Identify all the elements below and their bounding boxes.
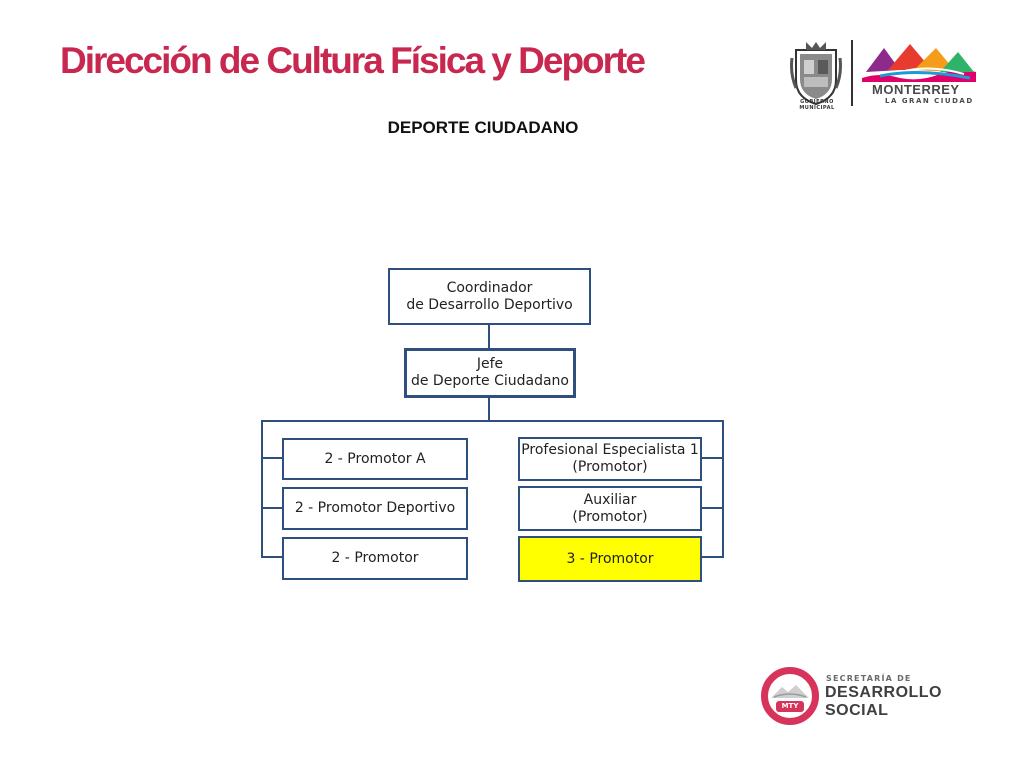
section-subtitle: DEPORTE CIUDADANO bbox=[387, 118, 579, 137]
secretaria-line2: SOCIAL bbox=[825, 702, 889, 719]
secretaria-line1: DESARROLLO bbox=[825, 684, 942, 701]
org-box-promotor-deportivo: 2 - Promotor Deportivo bbox=[282, 487, 468, 530]
org-box-auxiliar-line2: (Promotor) bbox=[572, 508, 648, 525]
org-box-profesional-especialista: Profesional Especialista 1 (Promotor) bbox=[518, 437, 702, 481]
org-box-auxiliar: Auxiliar (Promotor) bbox=[518, 486, 702, 531]
secretaria-logo-ring bbox=[761, 667, 819, 725]
org-box-coordinador-line2: de Desarrollo Deportivo bbox=[406, 296, 573, 313]
logo-divider bbox=[851, 40, 853, 106]
connector-right-2 bbox=[700, 507, 724, 509]
org-box-jefe-line1: Jefe bbox=[476, 356, 504, 372]
org-box-coordinador-line1: Coordinador bbox=[446, 279, 533, 296]
org-box-auxiliar-line1: Auxiliar bbox=[583, 491, 637, 508]
connector-branch-horizontal bbox=[261, 420, 724, 422]
org-box-coordinador: Coordinador de Desarrollo Deportivo bbox=[388, 268, 591, 325]
connector-left-1 bbox=[261, 457, 284, 459]
municipal-seal-icon bbox=[790, 42, 842, 106]
connector-left-2 bbox=[261, 507, 284, 509]
connector-left-vertical bbox=[261, 420, 263, 558]
org-box-profesional-line2: (Promotor) bbox=[572, 459, 648, 475]
org-box-jefe-line2: de Deporte Ciudadano bbox=[410, 373, 569, 389]
connector-right-3 bbox=[700, 556, 724, 558]
org-box-promotor: 2 - Promotor bbox=[282, 537, 468, 580]
connector-right-vertical bbox=[722, 420, 724, 558]
connector-head-down bbox=[488, 396, 490, 422]
monterrey-name: MONTERREY bbox=[872, 82, 960, 97]
secretaria-badge: MTY bbox=[776, 701, 804, 712]
connector-left-3 bbox=[261, 556, 284, 558]
secretaria-small-text: SECRETARÍA DE bbox=[826, 674, 912, 683]
secretaria-mountain-icon bbox=[771, 685, 809, 698]
connector-right-1 bbox=[700, 457, 724, 459]
monterrey-tagline: LA GRAN CIUDAD bbox=[885, 97, 974, 105]
org-box-promotor-a: 2 - Promotor A bbox=[282, 438, 468, 480]
municipal-seal-caption: GOBIERNO MUNICIPAL bbox=[799, 99, 835, 111]
org-box-jefe: Jefe de Deporte Ciudadano bbox=[404, 348, 576, 398]
monterrey-mountains-logo bbox=[862, 44, 976, 82]
connector-top-to-head bbox=[488, 324, 490, 350]
page-title: Dirección de Cultura Física y Deporte bbox=[60, 40, 646, 81]
org-box-3-promotor: 3 - Promotor bbox=[518, 536, 702, 582]
org-box-profesional-line1: Profesional Especialista 1 bbox=[521, 442, 699, 458]
